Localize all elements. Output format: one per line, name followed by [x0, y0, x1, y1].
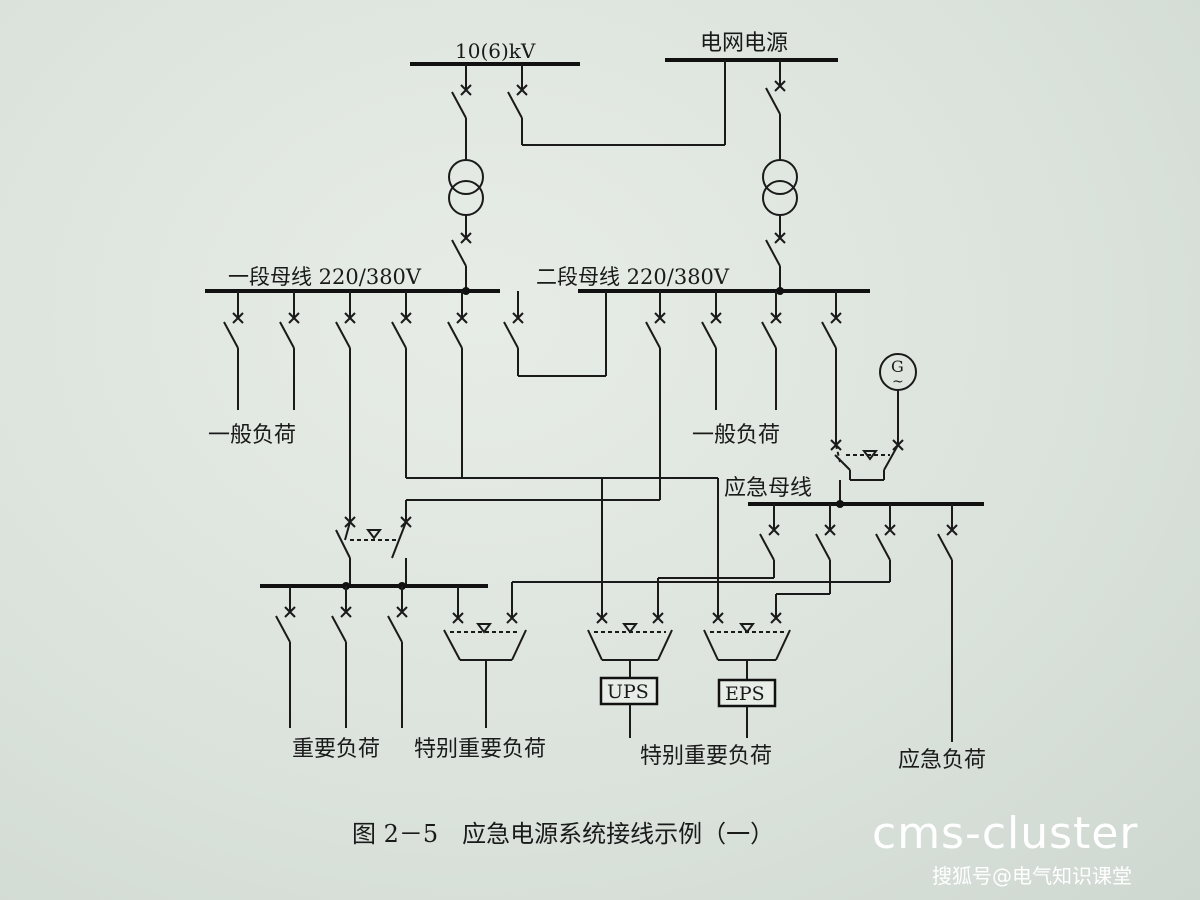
bus1-feeder-eps: [447, 291, 719, 618]
bus1-feeder-ups: [391, 291, 603, 618]
ats-emergency-icon: [830, 439, 904, 504]
label-source-hv: 10(6)kV: [455, 39, 536, 63]
important-feeder-c: [387, 586, 408, 728]
label-special-load-2: 特别重要负荷: [640, 744, 772, 769]
ats-3-icon: [587, 612, 673, 678]
feeder-grid-t2: [765, 60, 786, 160]
watermark-line-1: cms-cluster: [872, 808, 1139, 859]
embus-feeder-ups: [657, 504, 780, 618]
bus2-feeder-general: [701, 291, 722, 410]
ats-1-icon: [335, 516, 412, 586]
bus2-feeder-ats1-b: [405, 291, 666, 522]
eps-label: EPS: [725, 683, 765, 705]
svg-text:G: G: [891, 357, 904, 376]
bus2-feeder-spare: [761, 291, 782, 410]
bus1-feeder-general-a: [223, 291, 244, 410]
generator-icon: G ~: [879, 353, 917, 445]
ups-box: UPS: [599, 676, 659, 738]
ups-label: UPS: [607, 681, 649, 703]
bus2-feeder-ats-emergency: [821, 291, 842, 445]
bus1-feeder-general-b: [279, 291, 300, 410]
label-bus2: 二段母线 220/380V: [536, 265, 730, 289]
label-special-load-1: 特别重要负荷: [414, 737, 546, 762]
embus-feeder-eps: [775, 504, 836, 618]
bus1-bus2-tie: [503, 291, 607, 377]
important-feeder-a: [275, 586, 296, 728]
embus-feeder-special: [511, 504, 896, 618]
feeder-hv-link: [507, 60, 726, 146]
label-emergency-bus: 应急母线: [724, 476, 812, 501]
ats-2-icon: [443, 612, 527, 728]
label-bus1: 一段母线 220/380V: [228, 265, 422, 289]
label-general-load-2: 一般负荷: [692, 423, 780, 448]
watermark-line-2: 搜狐号@电气知识课堂: [932, 864, 1132, 888]
important-feeder-b: [331, 586, 352, 728]
label-emergency-load: 应急负荷: [898, 748, 986, 773]
eps-box: EPS: [717, 678, 777, 738]
figure-caption: 图 2－5 应急电源系统接线示例（一）: [352, 820, 774, 848]
label-general-load-1: 一般负荷: [208, 423, 296, 448]
ats-4-icon: [703, 612, 791, 680]
feeder-hv-t1: [451, 64, 472, 160]
bus1-feeder-ats1-a: [335, 291, 356, 522]
label-source-grid: 电网电源: [700, 31, 788, 56]
transformer-1-icon: [448, 159, 484, 291]
embus-feeder-emergency-load: [937, 504, 958, 742]
label-important-load: 重要负荷: [292, 737, 380, 762]
svg-text:~: ~: [892, 374, 904, 390]
transformer-2-icon: [762, 159, 798, 291]
